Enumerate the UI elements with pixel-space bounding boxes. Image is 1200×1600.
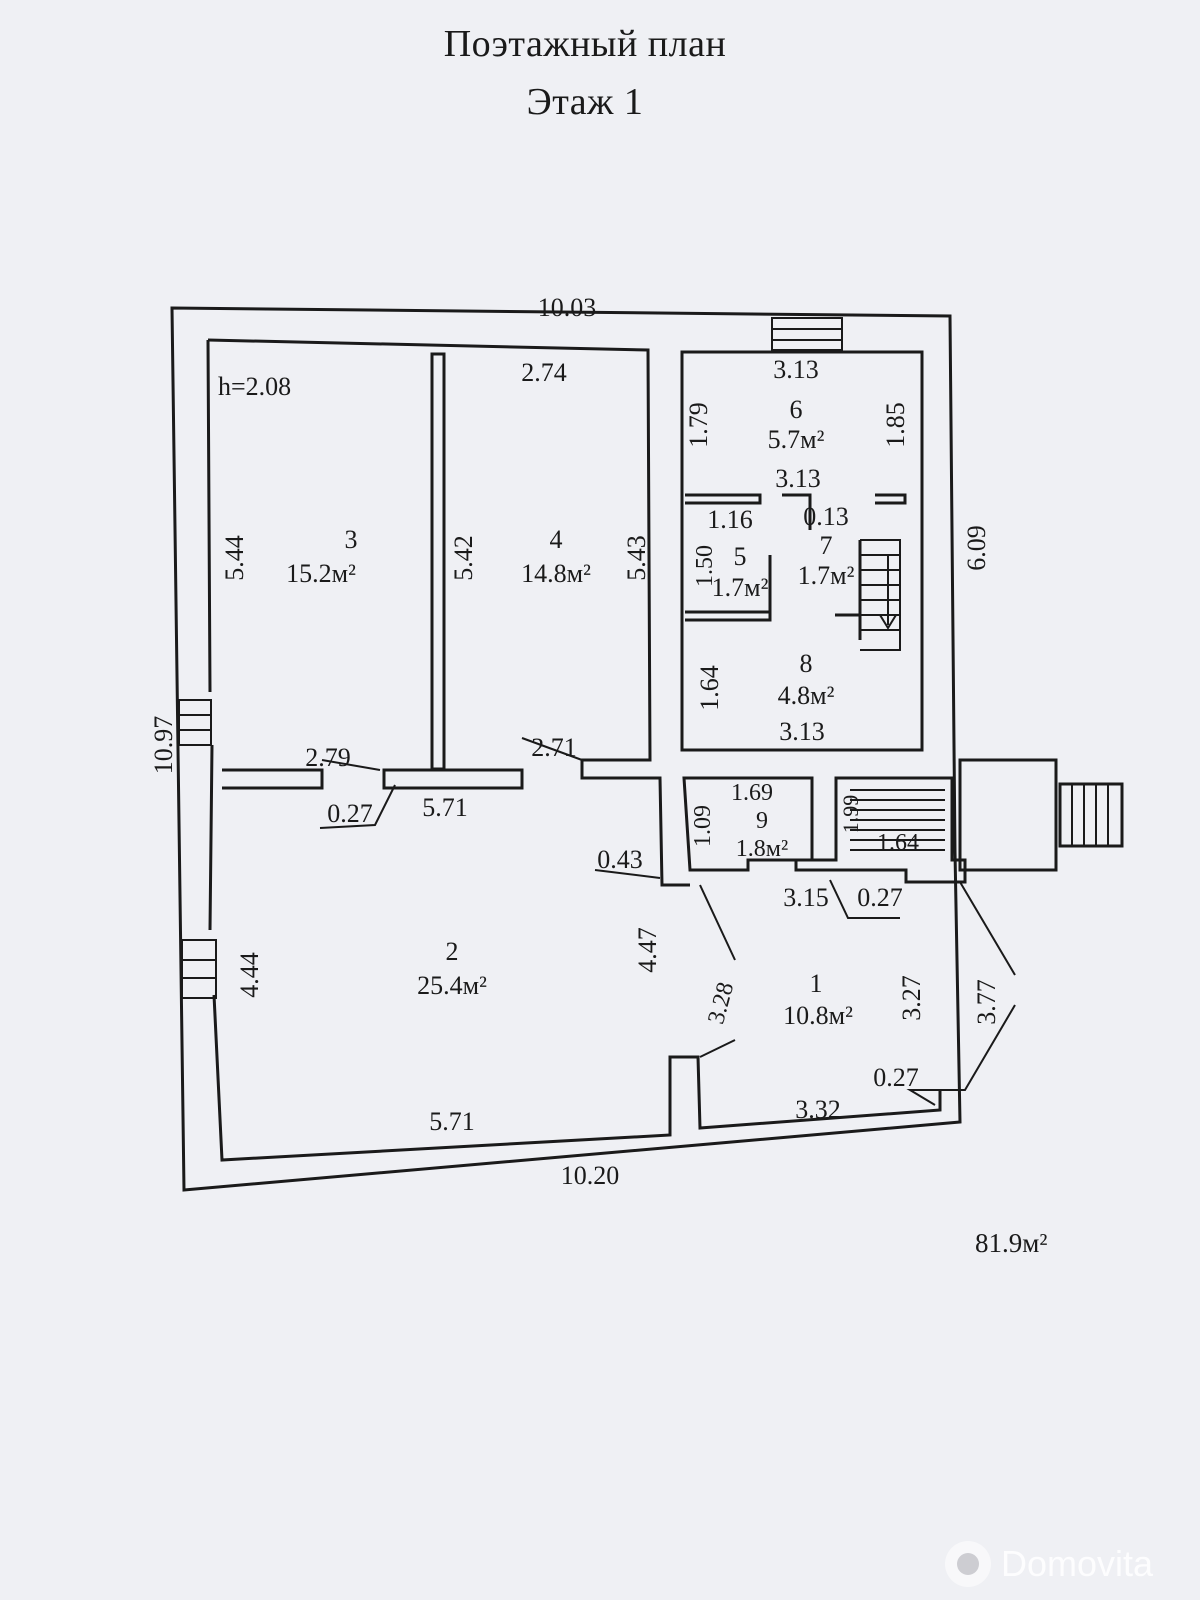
plan-title: Поэтажный план (443, 23, 727, 65)
partition-3-4 (430, 352, 446, 771)
dim-room-4-bottom: 2.71 (531, 733, 577, 762)
dim-room-3-left: 5.44 (220, 535, 249, 581)
dim-wall-thickness-3: 0.27 (857, 883, 903, 912)
dim-room-1-bottom: 3.32 (795, 1095, 841, 1124)
dim-room-2-right: 4.47 (633, 927, 662, 973)
dim-room-4-top: 2.74 (521, 358, 567, 387)
dim-room-8-left: 1.64 (695, 665, 724, 711)
dimension-labels: 10.03 2.74 3.13 1.79 1.85 3.13 1.16 0.13… (149, 293, 1001, 1190)
dim-room-5-left: 1.50 (692, 545, 718, 587)
wall-3-2-left (222, 768, 324, 790)
dim-room-2-top: 5.71 (422, 793, 468, 822)
dim-room-1-top: 3.15 (783, 883, 829, 912)
dim-room-1-right: 3.27 (897, 975, 926, 1021)
domovita-logo-icon (945, 1541, 991, 1587)
rooms-6-8-block (680, 350, 924, 752)
room-1-area: 10.8м² (783, 1001, 853, 1030)
dim-room-8-bottom: 3.13 (779, 717, 825, 746)
wall-7-8 (835, 540, 862, 640)
stair-room-7 (860, 539, 901, 651)
room-7-area: 1.7м² (798, 561, 855, 590)
ceiling-height: h=2.08 (218, 372, 291, 401)
dim-room-9-left: 1.09 (690, 805, 716, 847)
room-9-walls (682, 776, 814, 872)
dim-room-7-gap: 0.13 (803, 502, 849, 531)
dim-room-4-right: 5.43 (622, 535, 651, 581)
stair-lower (850, 789, 945, 851)
room-1-number: 1 (810, 969, 823, 998)
window-left-upper (178, 699, 212, 746)
door-swings (319, 737, 1016, 1106)
dim-room-9-top: 1.69 (731, 780, 773, 806)
dim-room-5-top: 1.16 (707, 505, 753, 534)
outer-walls (170, 306, 962, 1192)
room-8-number: 8 (800, 649, 813, 678)
dim-bay-outer: 3.77 (972, 979, 1001, 1025)
room-6-area: 5.7м² (768, 425, 825, 454)
dim-left-outer: 10.97 (149, 716, 178, 775)
stair-box-walls (794, 776, 967, 884)
dim-wall-thickness-1: 0.27 (327, 799, 373, 828)
dim-wall-thickness-2: 0.43 (597, 845, 643, 874)
dim-room-1-door-wall: 3.28 (703, 980, 739, 1027)
room-3-area: 15.2м² (286, 559, 356, 588)
room-2-area: 25.4м² (417, 971, 487, 1000)
dim-room-6-left: 1.79 (684, 402, 713, 448)
room-2-number: 2 (446, 937, 459, 966)
room-5-area: 1.7м² (712, 573, 769, 602)
dim-stair-width: 1.64 (877, 830, 919, 856)
room-4-right-wall (207, 338, 690, 887)
window-left-lower (181, 939, 217, 999)
room-8-area: 4.8м² (778, 681, 835, 710)
room-labels: 3 15.2м² 4 14.8м² 6 5.7м² 5 1.7м² 7 1.7м… (286, 395, 854, 1030)
watermark-logo: Domovita (945, 1536, 1153, 1592)
dim-room-2-bottom: 5.71 (429, 1107, 475, 1136)
total-area: 81.9м² (975, 1228, 1048, 1258)
room-9-area: 1.8м² (736, 836, 788, 862)
floor-label: Этаж 1 (526, 81, 644, 123)
dim-wall-thickness-4: 0.27 (873, 1063, 919, 1092)
outer-wall-outer-edge (170, 306, 962, 1192)
dim-right-outer: 6.09 (962, 525, 991, 571)
room-4-number: 4 (550, 525, 563, 554)
wall-6-lower (685, 493, 907, 530)
room-3-number: 3 (345, 525, 358, 554)
porch (958, 758, 1124, 872)
dim-room-6-bottom: 3.13 (775, 464, 821, 493)
room-4-area: 14.8м² (521, 559, 591, 588)
room-5-number: 5 (734, 542, 747, 571)
dim-room-6-right: 1.85 (881, 402, 910, 448)
dim-top-outer: 10.03 (538, 293, 597, 322)
room-6-number: 6 (790, 395, 803, 424)
window-top (771, 317, 843, 351)
dim-room-2-left: 4.44 (235, 952, 264, 998)
room-9-number: 9 (756, 808, 768, 834)
inner-perimeter-wall (206, 339, 942, 1162)
dim-room-4-left: 5.42 (449, 535, 478, 581)
room-7-number: 7 (820, 531, 833, 560)
dim-bottom-outer: 10.20 (561, 1161, 620, 1190)
watermark-text: Domovita (1001, 1543, 1154, 1584)
dim-room-3-bottom: 2.79 (305, 743, 351, 772)
dim-stair-height: 1.99 (838, 795, 863, 834)
wall-3-4-bottom (382, 768, 524, 790)
dim-room-6-top: 3.13 (773, 355, 819, 384)
wall-5 (685, 555, 772, 622)
